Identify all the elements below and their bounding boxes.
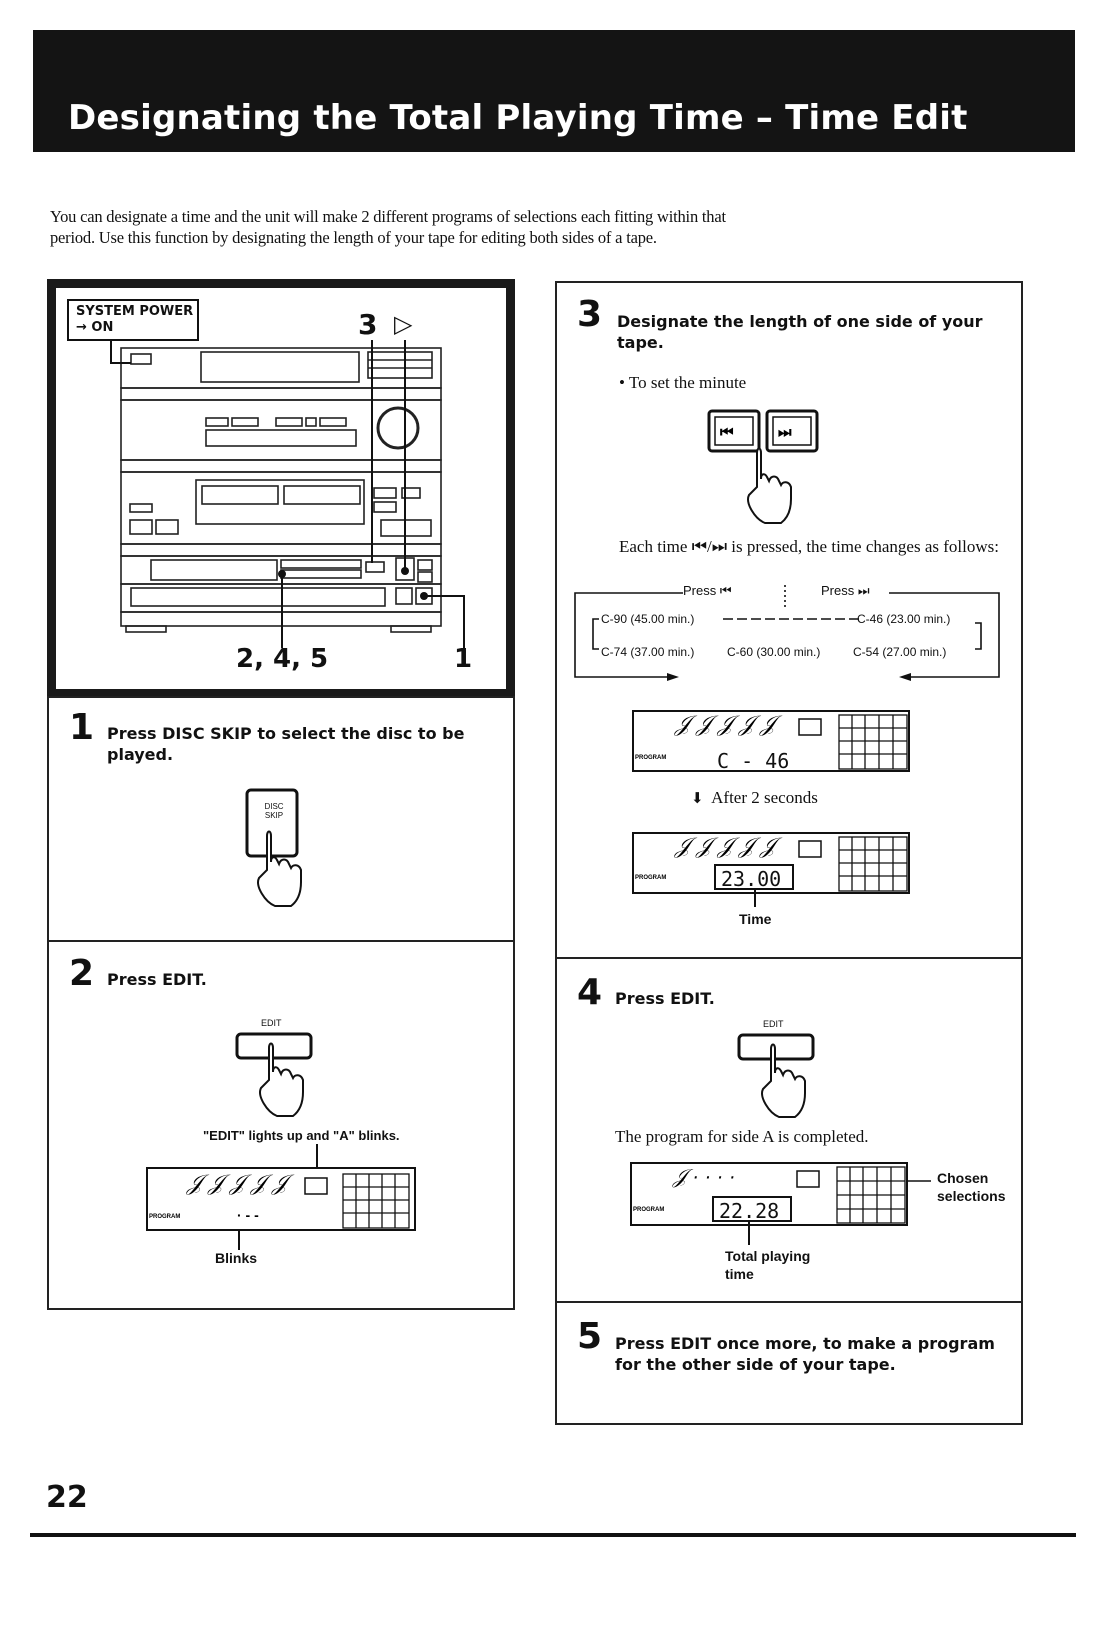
- step-5-number: 5: [577, 1316, 603, 1357]
- callout-1: 1: [454, 644, 473, 674]
- step-1-number: 1: [69, 707, 95, 748]
- step-2-number: 2: [69, 953, 95, 994]
- step-3-bullet: • To set the minute: [619, 373, 747, 392]
- display-2228: 𝒥 · · · · PROGRAM: [630, 1162, 931, 1245]
- disc-skip-button-illustration: [245, 788, 302, 907]
- step-4-panel: 4 Press EDIT. EDIT The program for side …: [555, 957, 1023, 1303]
- press-next-label: Press ⏭: [821, 583, 870, 598]
- power-label-line1: SYSTEM POWER: [76, 304, 194, 319]
- display-c46: 𝒥 𝒥 𝒥 𝒥 𝒥 PROGRAM: [632, 710, 910, 772]
- total-playing-time-label: Total playing time: [725, 1247, 810, 1283]
- svg-text:𝒥 𝒥 𝒥 𝒥 𝒥: 𝒥 𝒥 𝒥 𝒥 𝒥: [674, 711, 783, 736]
- press-prev-label: Press ⏮: [683, 583, 732, 598]
- display-2300-value: 23.00: [721, 867, 782, 891]
- c60-label: C-60 (30.00 min.): [727, 645, 821, 659]
- callout-3: 3: [358, 308, 378, 341]
- blinks-label: Blinks: [215, 1250, 258, 1266]
- step-4-number: 4: [577, 972, 603, 1013]
- svg-text:𝒥 𝒥 𝒥 𝒥 𝒥: 𝒥 𝒥 𝒥 𝒥 𝒥: [186, 1170, 295, 1195]
- disc-skip-label: DISC SKIP: [259, 802, 289, 820]
- svg-text:𝒥 𝒥 𝒥 𝒥 𝒥: 𝒥 𝒥 𝒥 𝒥 𝒥: [674, 833, 783, 858]
- step-2-text: Press EDIT.: [107, 970, 207, 989]
- svg-text:⏮: ⏮: [720, 424, 734, 441]
- time-label: Time: [739, 911, 772, 927]
- step-3-number: 3: [577, 294, 603, 335]
- power-label-line2: → ON: [76, 320, 114, 335]
- c46-label: C-46 (23.00 min.): [857, 612, 951, 626]
- after-two-seconds-text: After 2 seconds: [711, 788, 818, 807]
- step-1-text: Press DISC SKIP to select the disc to be…: [107, 724, 465, 764]
- skip-buttons-illustration: ⏮ ⏭: [707, 409, 819, 524]
- play-icon: ▷: [394, 310, 413, 338]
- display-step2: 𝒥 𝒥 𝒥 𝒥 𝒥 PROGRAM · - -: [146, 1144, 416, 1250]
- total-label-line2: time: [725, 1266, 754, 1282]
- display-2228-value: 22.28: [719, 1199, 780, 1223]
- svg-text:PROGRAM: PROGRAM: [149, 1214, 180, 1220]
- power-label: SYSTEM POWER → ON: [76, 304, 193, 336]
- c54-label: C-54 (27.00 min.): [853, 645, 947, 659]
- step-3-panel: 3 Designate the length of one side of yo…: [555, 281, 1023, 959]
- stereo-system-drawing: [67, 299, 465, 648]
- step-5-panel: 5 Press EDIT once more, to make a progra…: [555, 1301, 1023, 1425]
- svg-text:PROGRAM: PROGRAM: [635, 875, 666, 881]
- svg-text:⏭: ⏭: [778, 424, 792, 441]
- intro-paragraph: You can designate a time and the unit wi…: [50, 207, 726, 247]
- stereo-illustration-panel: SYSTEM POWER → ON 3 ▷ 2, 4, 5 1: [47, 279, 515, 698]
- tape-length-sequence-diagram: [574, 585, 1000, 681]
- chosen-line2: selections: [937, 1188, 1006, 1204]
- bottom-rule: [30, 1533, 1076, 1537]
- step-3-text: Designate the length of one side of your…: [617, 312, 983, 352]
- c90-label: C-90 (45.00 min.): [601, 612, 695, 626]
- display-c46-value: C - 46: [717, 749, 790, 773]
- after-two-seconds: ⬇ After 2 seconds: [691, 788, 818, 807]
- edit-button-label: EDIT: [261, 1018, 282, 1028]
- edit-button-label-4: EDIT: [763, 1019, 784, 1029]
- svg-text:𝒥 · · · ·: 𝒥 · · · ·: [672, 1166, 736, 1188]
- callout-245: 2, 4, 5: [236, 644, 329, 674]
- step-2-panel: 2 Press EDIT. EDIT "EDIT" lights up and …: [47, 940, 515, 1310]
- title-banner: [33, 30, 1075, 152]
- step-4-text: Press EDIT.: [615, 989, 715, 1008]
- disc-skip-label-line1: DISC: [264, 802, 284, 811]
- step-5-text: Press EDIT once more, to make a program …: [615, 1334, 995, 1374]
- step-1-panel: 1 Press DISC SKIP to select the disc to …: [47, 696, 515, 942]
- disc-skip-label-line2: SKIP: [264, 811, 284, 820]
- edit-button-illustration: [235, 1032, 313, 1117]
- display-2300: 𝒥 𝒥 𝒥 𝒥 𝒥 PROGRAM: [632, 832, 910, 907]
- page-number: 22: [46, 1480, 88, 1515]
- edit-button-illustration-4: [737, 1033, 815, 1118]
- chosen-selections-label: Chosen selections: [937, 1169, 1005, 1205]
- step-4-note: The program for side A is completed.: [615, 1127, 869, 1146]
- svg-text:PROGRAM: PROGRAM: [633, 1207, 664, 1213]
- page-title: Designating the Total Playing Time – Tim…: [68, 98, 968, 138]
- step-3-bullet-text: To set the minute: [628, 373, 747, 392]
- chosen-line1: Chosen: [937, 1170, 989, 1186]
- c74-label: C-74 (37.00 min.): [601, 645, 695, 659]
- total-label-line1: Total playing: [725, 1248, 811, 1264]
- svg-text:· - -: · - -: [237, 1207, 259, 1223]
- step-2-note: "EDIT" lights up and "A" blinks.: [203, 1128, 400, 1143]
- svg-text:PROGRAM: PROGRAM: [635, 755, 666, 761]
- step-3-each-time: Each time ⏮/⏭ is pressed, the time chang…: [619, 537, 999, 556]
